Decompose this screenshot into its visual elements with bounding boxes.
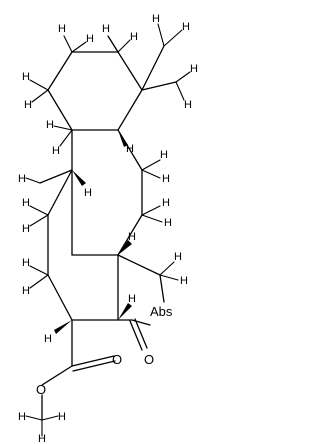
hydrogen-label: H	[86, 33, 94, 45]
carbonyl-oxygen-label: O	[144, 352, 154, 367]
hydrogen-label: H	[152, 13, 160, 25]
hydrogen-label: H	[128, 293, 136, 305]
hydrogen-label: H	[18, 411, 26, 423]
ring-c-bonds	[47, 169, 119, 321]
methyl-bonds	[39, 45, 177, 184]
lactone-ring-bonds	[117, 254, 165, 351]
hydrogen-label: H	[130, 31, 138, 43]
hydrogen-label: H	[162, 173, 170, 185]
hydrogen-labels: H H H H H H H H H H H H H H H H H H H H …	[18, 13, 198, 444]
hydrogen-label: H	[46, 119, 54, 131]
abs-atom-label: Abs	[150, 304, 173, 319]
hydrogen-label: H	[126, 143, 134, 155]
hydrogen-label: H	[102, 23, 110, 35]
ester-carbonyl-oxygen-label: O	[112, 352, 122, 367]
hydrogen-label: H	[160, 149, 168, 161]
ring-a-bonds	[47, 51, 143, 131]
hydrogen-label: H	[58, 23, 66, 35]
hydrogen-label: H	[22, 71, 30, 83]
hydrogen-label: H	[22, 257, 30, 269]
hydrogen-label: H	[22, 223, 30, 235]
stereo-wedges	[54, 130, 132, 334]
hydrogen-label: H	[162, 197, 170, 209]
hydrogen-label: H	[128, 231, 136, 243]
hydrogen-label: H	[164, 217, 172, 229]
hydrogen-label: H	[84, 187, 92, 199]
hydrogen-label: H	[184, 99, 192, 111]
hydrogen-label: H	[182, 21, 190, 33]
hydrogen-label: H	[180, 275, 188, 287]
hydrogen-bond-stubs	[25, 23, 191, 437]
hydrogen-label: H	[190, 63, 198, 75]
hydrogen-label: H	[22, 197, 30, 209]
hydrogen-label: H	[38, 433, 46, 444]
hydrogen-label: H	[22, 285, 30, 297]
ester-bonds	[41, 319, 116, 421]
molecule-structure-diagram: H H H H H H H H H H H H H H H H H H H H …	[18, 13, 198, 444]
hydrogen-label: H	[52, 145, 60, 157]
hydrogen-label: H	[44, 333, 52, 345]
ester-oxygen-label: O	[36, 382, 46, 397]
hydrogen-label: H	[58, 411, 66, 423]
heteroatom-labels: Abs O O O	[36, 304, 173, 397]
hydrogen-label: H	[174, 251, 182, 263]
hydrogen-label: H	[24, 99, 32, 111]
hydrogen-label: H	[18, 173, 26, 185]
